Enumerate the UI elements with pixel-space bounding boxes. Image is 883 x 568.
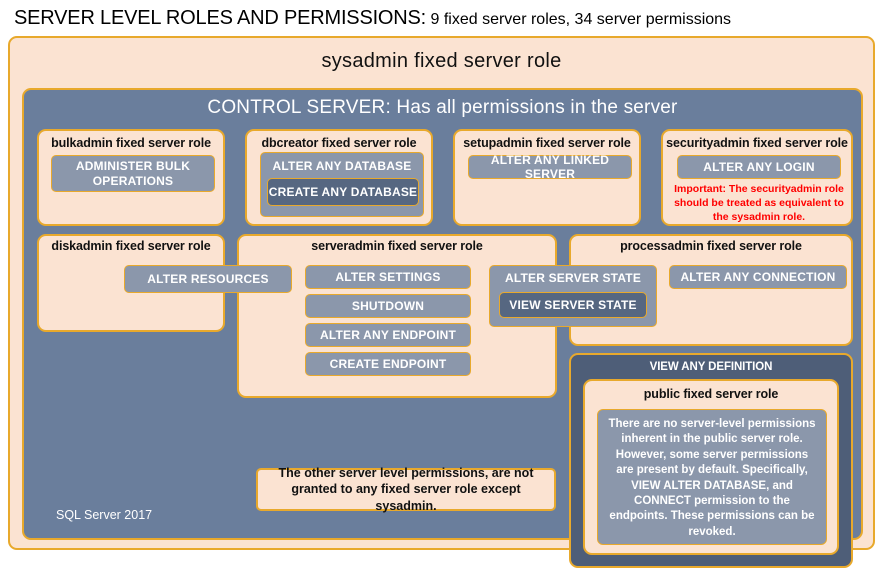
role-panel-public: public fixed server role There are no se… — [583, 379, 839, 555]
role-title-diskadmin: diskadmin fixed server role — [51, 239, 211, 253]
permission-alter-any-database-label: ALTER ANY DATABASE — [272, 159, 412, 173]
permission-alter-any-connection: ALTER ANY CONNECTION — [669, 265, 847, 289]
role-panel-bulkadmin: bulkadmin fixed server role ADMINISTER B… — [37, 129, 225, 226]
footer-product-label: SQL Server 2017 — [56, 508, 153, 522]
sysadmin-role-panel: sysadmin fixed server role CONTROL SERVE… — [8, 36, 875, 568]
permission-alter-any-linked-server: ALTER ANY LINKED SERVER — [468, 153, 632, 181]
permission-alter-server-state-label: ALTER SERVER STATE — [504, 271, 642, 285]
permission-create-endpoint: CREATE ENDPOINT — [305, 352, 471, 376]
permission-create-any-database: CREATE ANY DATABASE — [267, 178, 419, 206]
role-title-serveradmin: serveradmin fixed server role — [311, 239, 483, 253]
role-title-dbcreator: dbcreator fixed server role — [261, 136, 417, 150]
control-server-label: CONTROL SERVER: Has all permissions in t… — [207, 97, 678, 118]
role-panel-dbcreator: dbcreator fixed server role ALTER ANY DA… — [245, 129, 433, 226]
permission-alter-any-endpoint: ALTER ANY ENDPOINT — [305, 323, 471, 347]
role-panel-securityadmin: securityadmin fixed server role ALTER AN… — [661, 129, 853, 226]
view-any-definition-panel: VIEW ANY DEFINITION public fixed server … — [569, 353, 853, 568]
securityadmin-warning-note: Important: The securityadmin role should… — [674, 183, 844, 223]
permission-view-any-definition-label: VIEW ANY DEFINITION — [649, 361, 773, 373]
page-title-subtitle: 9 fixed server roles, 34 server permissi… — [426, 11, 732, 28]
sysadmin-role-label: sysadmin fixed server role — [321, 50, 562, 72]
role-title-securityadmin: securityadmin fixed server role — [666, 136, 848, 150]
other-permissions-note: The other server level permissions, are … — [256, 466, 556, 513]
permission-alter-any-login: ALTER ANY LOGIN — [677, 155, 841, 179]
role-panel-setupadmin: setupadmin fixed server role ALTER ANY L… — [453, 129, 641, 226]
permission-alter-settings: ALTER SETTINGS — [305, 265, 471, 289]
role-title-setupadmin: setupadmin fixed server role — [463, 136, 631, 150]
permission-administer-bulk-operations: ADMINISTER BULK OPERATIONS — [51, 155, 215, 192]
permission-alter-resources: ALTER RESOURCES — [124, 265, 292, 293]
permission-shutdown: SHUTDOWN — [305, 294, 471, 318]
public-role-description: There are no server-level permissions in… — [597, 409, 827, 545]
control-server-panel: CONTROL SERVER: Has all permissions in t… — [22, 88, 863, 568]
role-title-processadmin: processadmin fixed server role — [620, 239, 802, 253]
role-title-bulkadmin: bulkadmin fixed server role — [51, 136, 211, 150]
page-title-main: SERVER LEVEL ROLES AND PERMISSIONS: — [14, 7, 427, 29]
page-title: SERVER LEVEL ROLES AND PERMISSIONS: 9 fi… — [14, 7, 731, 30]
role-title-public: public fixed server role — [643, 387, 779, 401]
permission-view-server-state: VIEW SERVER STATE — [499, 292, 647, 318]
